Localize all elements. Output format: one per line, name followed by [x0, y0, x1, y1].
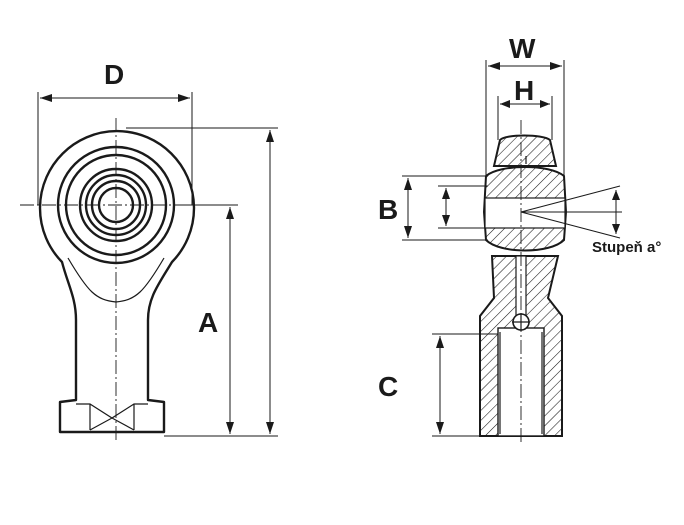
top-cap-section — [492, 134, 558, 167]
front-view: D A — [20, 59, 278, 440]
dimension-h-label: H — [514, 75, 534, 106]
dimension-d-label: D — [104, 59, 124, 90]
angle-label: Stupeň a° — [592, 239, 661, 256]
dimension-b-label: B — [378, 194, 398, 225]
dimension-w-label: W — [509, 33, 536, 64]
dimension-c-label: C — [378, 371, 398, 402]
hex-nut — [76, 403, 148, 431]
dimension-a-label: A — [198, 307, 218, 338]
housing-outline — [38, 129, 196, 434]
side-view: W H B Stupeň a° C — [378, 33, 661, 444]
